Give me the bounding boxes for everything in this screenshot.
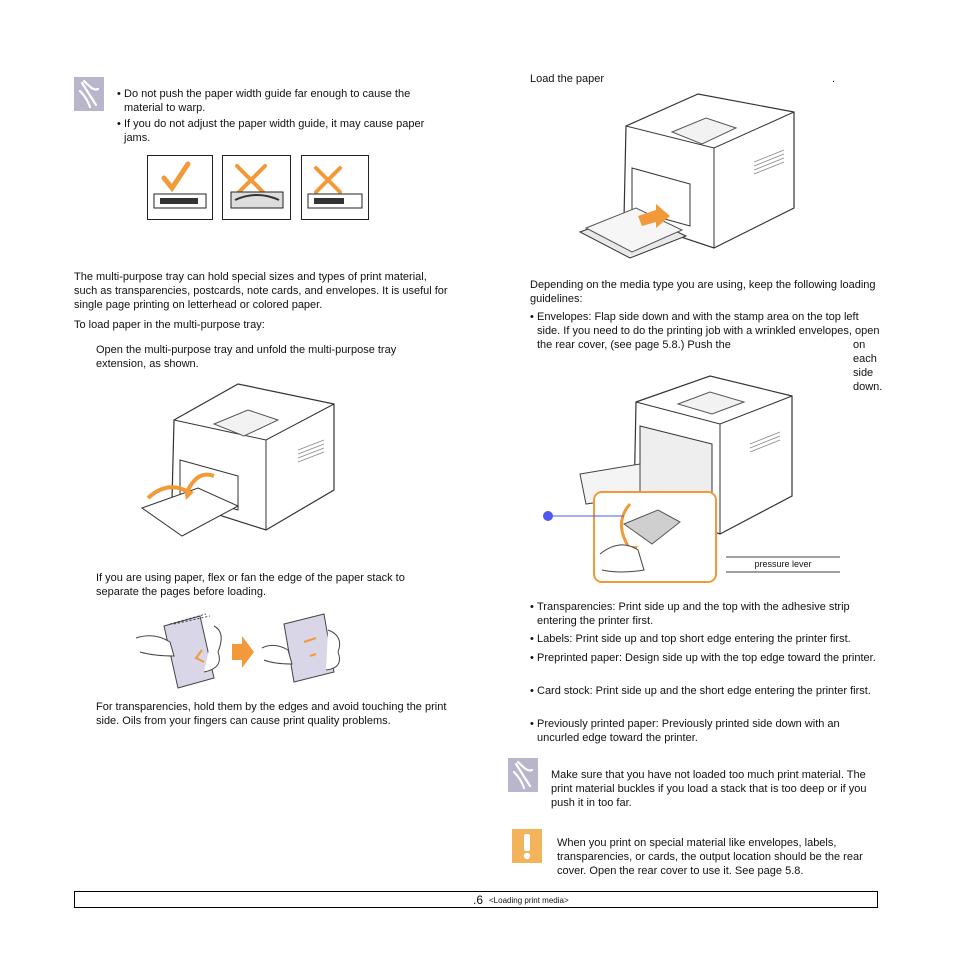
media-bullet: •Preprinted paper: Design side up with t… (530, 652, 876, 664)
guide-figure-correct (147, 155, 213, 220)
step-2-text: If you are using paper, flex or fan the … (96, 572, 405, 598)
fan-paper-illustration (134, 612, 346, 690)
note-icon (74, 77, 104, 111)
step-1-text: Open the multi-purpose tray and unfold t… (96, 344, 397, 370)
page-footer: .6 <Loading print media> (74, 891, 878, 908)
media-bullet: •Previously printed paper: Previously pr… (530, 718, 840, 744)
printer-open-tray-illustration (138, 380, 338, 550)
envelopes-text-end: on each side down. (853, 339, 883, 393)
checkmark-icon (161, 161, 191, 193)
load-paper-text: Load the paper . (530, 72, 850, 86)
intro-paragraph: The multi-purpose tray can hold special … (74, 271, 448, 311)
media-bullet: •Transparencies: Print side up and the t… (530, 601, 850, 627)
guidelines-intro: Depending on the media type you are usin… (530, 279, 876, 305)
callout-marker (543, 511, 553, 521)
rear-pressure-lever-illustration: pressure lever (540, 374, 850, 586)
exclamation-icon (512, 829, 542, 863)
pressure-lever-label: pressure lever (754, 559, 812, 569)
cross-icon (314, 166, 342, 194)
media-bullet: •Card stock: Print side up and the short… (530, 685, 871, 697)
guide-figure-wrong-warp (222, 155, 291, 220)
envelopes-bullet: • Envelopes: Flap side down and with the… (530, 311, 883, 393)
note-text: Make sure that you have not loaded too m… (551, 769, 867, 809)
media-bullet: •Labels: Print side up and top short edg… (530, 633, 851, 645)
caution-text: When you print on special material like … (557, 837, 863, 877)
cross-icon (235, 164, 267, 196)
load-paper-label: Load the paper (530, 73, 605, 85)
section-name: <Loading print media> (489, 896, 569, 905)
guide-figure-wrong-loose (301, 155, 369, 220)
note-icon (508, 758, 538, 792)
load-paper-trailing: . (832, 73, 836, 85)
note-bullet: •Do not push the paper width guide far e… (117, 88, 411, 114)
page-number: .6 (473, 893, 484, 907)
note-bullet: •If you do not adjust the paper width gu… (117, 118, 425, 144)
transparency-tip: For transparencies, hold them by the edg… (96, 701, 447, 727)
printer-load-paper-illustration (578, 92, 800, 262)
to-load-heading: To load paper in the multi-purpose tray: (74, 319, 265, 331)
envelopes-text: Envelopes: Flap side down and with the s… (537, 311, 880, 351)
